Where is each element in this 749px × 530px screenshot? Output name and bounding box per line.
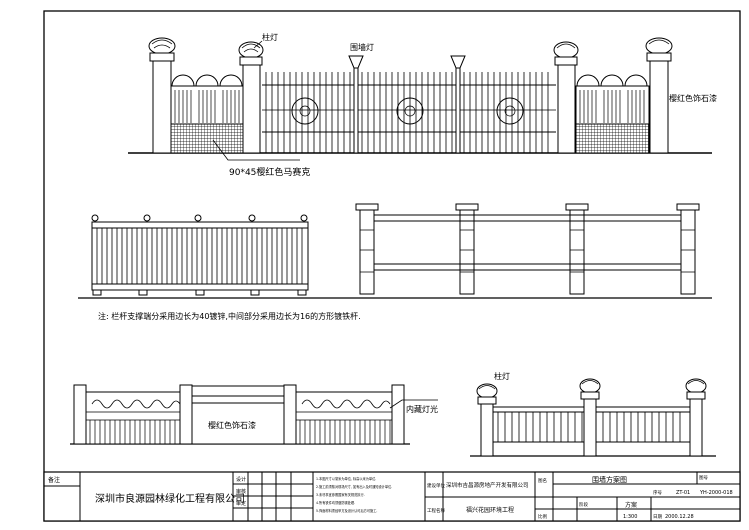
pillar-lamp-right-2 (645, 37, 673, 154)
tb-scale: 1:300 (623, 514, 637, 520)
tb-project: 福兴花园环境工程 (466, 506, 514, 514)
tb-note-3: 3.未尽事宜参照国家有关规范执行. (316, 492, 365, 497)
tb-seq: ZT-01 (676, 490, 690, 496)
tb-drawing-no-label: 图号 (699, 475, 708, 481)
label-stone: 樱红色饰石漆 (669, 93, 717, 103)
lamp-post-1 (353, 67, 359, 154)
tb-role-1: 设计 (236, 476, 246, 483)
label-pillar-lamp-1: 柱灯 (262, 32, 278, 42)
pillar-lamp-4-1 (476, 383, 498, 457)
solid-wall-center (191, 385, 285, 445)
tb-note-1: 1.本图尺寸以毫米为单位, 标高以米为单位. (316, 476, 376, 481)
lamp-post-2 (455, 67, 461, 154)
title-block (43, 471, 741, 522)
frame-wall (355, 203, 700, 295)
gate-bars (96, 228, 303, 284)
leader-lamp (253, 40, 263, 49)
ornament-1 (291, 97, 319, 125)
mosaic-tile-right (575, 123, 650, 154)
elevation-4 (470, 378, 716, 457)
pillar-lamp-right-1 (553, 41, 579, 154)
tb-date: 2000.12.28 (665, 514, 694, 520)
tb-note-4: 4.所有铁件均须做防锈处理. (316, 500, 355, 505)
tb-drawing-no: YH-2000-018 (699, 490, 733, 496)
elevation-1 (128, 37, 712, 161)
tb-seq-label: 序号 (653, 489, 662, 496)
tb-drawing-name: 围墙方案图 (592, 475, 627, 484)
tb-role-3: 审定 (236, 500, 246, 507)
note-text: 注: 栏杆支撑端分采用边长为40镀锌,中间部分采用边长为16的方形镀铁杆. (98, 311, 361, 321)
arched-wall-right (575, 74, 650, 154)
label-wall-lamp: 围墙灯 (350, 42, 374, 52)
tb-project-label: 工程名称 (427, 507, 445, 514)
tb-client: 深圳市吉昌源房地产开发有限公司 (446, 481, 529, 489)
rail-bars-4 (497, 412, 681, 442)
tb-stage-label: 阶段 (579, 501, 588, 508)
label-interior-lamp: 内藏灯光 (406, 404, 438, 414)
tb-drawing-label: 图名 (538, 477, 547, 484)
tb-remark-label: 备注 (48, 476, 60, 484)
pillar-lamp-left-2 (238, 41, 264, 154)
leader-interior-lamp (389, 399, 438, 409)
leader-tile (212, 139, 300, 161)
tb-note-2: 2.施工前须核对现场尺寸, 如有出入及时通知设计单位. (316, 484, 392, 489)
label-tile-note: 90*45樱红色马赛克 (229, 166, 310, 178)
pillar-lamp-4-2 (579, 378, 601, 457)
mosaic-tile-left (170, 123, 244, 154)
arched-wall-left (170, 74, 244, 154)
ornamental-rail-right (295, 391, 393, 445)
tb-scale-label: 比例 (538, 513, 547, 520)
fence-bars-1 (265, 72, 549, 153)
rail-bars-right (299, 420, 391, 444)
tb-stage: 方案 (625, 501, 637, 509)
iron-fence-center (262, 55, 556, 154)
pillar-lamp-4-3 (685, 378, 707, 457)
folding-gate (91, 214, 309, 296)
label-pillar-lamp-2: 柱灯 (494, 371, 510, 381)
elevation-3 (70, 384, 438, 445)
rail-bars-left (89, 420, 176, 444)
label-stone-bottom: 樱红色饰石漆 (208, 420, 256, 430)
ornament-3 (496, 97, 524, 125)
tb-date-label: 日期 (653, 514, 662, 520)
ornamental-rail-left (85, 391, 181, 445)
tb-note-5: 5.饰面材料须经甲方及设计认可后方可施工. (316, 508, 377, 513)
elevation-2 (78, 203, 712, 299)
tb-role-2: 审核 (236, 488, 246, 495)
tb-company: 深圳市良源园林绿化工程有限公司 (95, 492, 245, 505)
tb-client-label: 建设单位 (427, 482, 445, 489)
